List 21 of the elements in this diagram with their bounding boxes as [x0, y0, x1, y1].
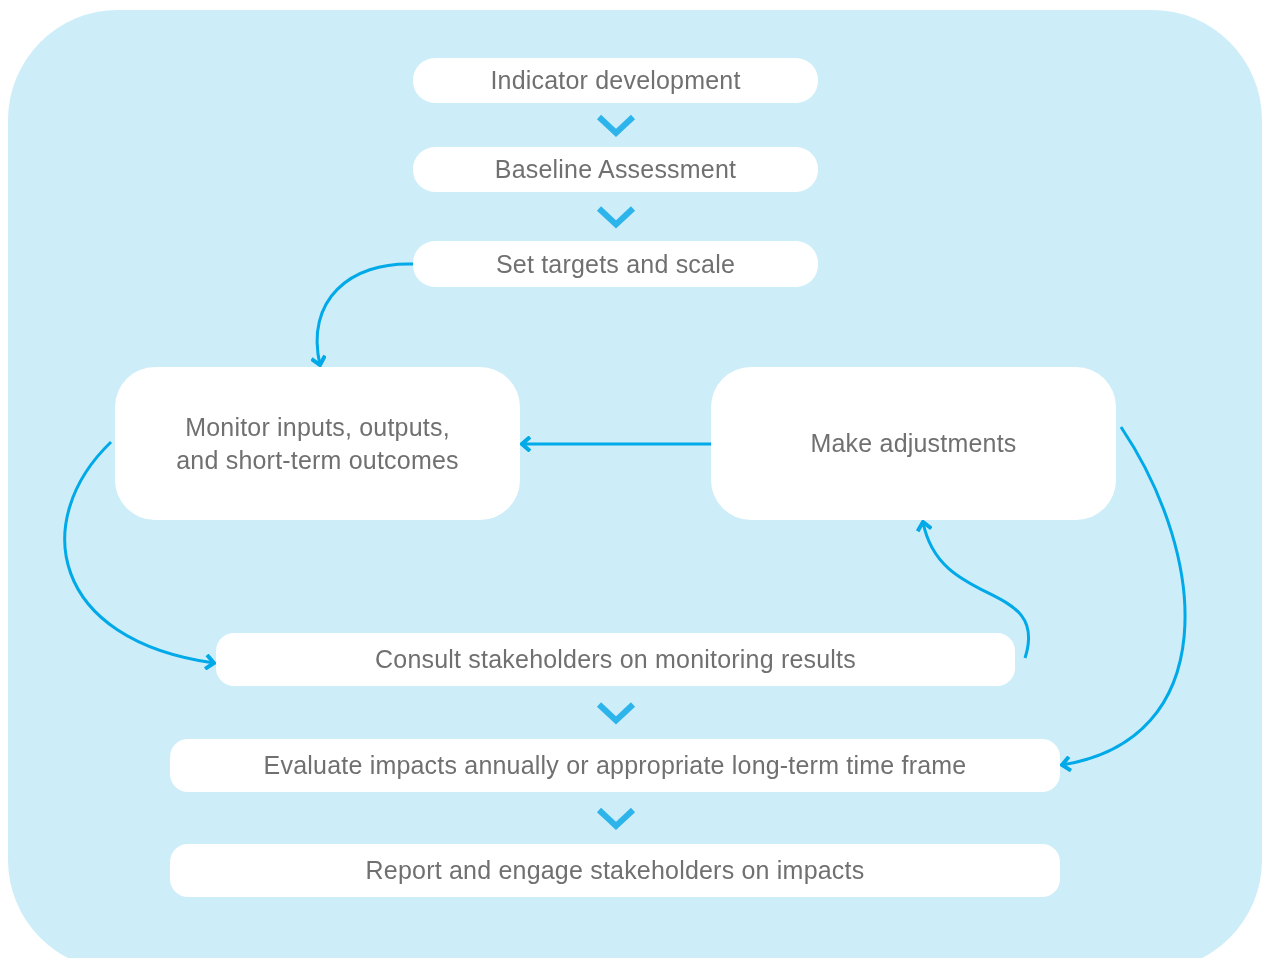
- arrow: [63, 441, 216, 671]
- step-label: Make adjustments: [810, 428, 1017, 460]
- step-label: Evaluate impacts annually or appropriate long-term time frame: [263, 750, 967, 782]
- arrow: [520, 435, 711, 453]
- step-label: Set targets and scale: [495, 248, 736, 280]
- step-box: [711, 367, 1116, 520]
- step-box: [216, 633, 1015, 686]
- step-box: [170, 739, 1060, 792]
- step-label: Indicator development: [490, 65, 741, 97]
- step-box: [413, 58, 818, 103]
- arrow: [1060, 426, 1187, 772]
- step-box: [413, 147, 818, 192]
- arrow: [309, 262, 414, 367]
- arrow: [916, 520, 1031, 659]
- step-box: [115, 367, 520, 520]
- step-label: Consult stakeholders on monitoring results: [375, 644, 856, 676]
- step-box: [413, 241, 818, 287]
- step-box: [170, 844, 1060, 897]
- step-label: Report and engage stakeholders on impacts: [365, 855, 865, 887]
- step-label: Monitor inputs, outputs, and short-term outcomes: [175, 412, 460, 476]
- step-label: Baseline Assessment: [494, 154, 737, 186]
